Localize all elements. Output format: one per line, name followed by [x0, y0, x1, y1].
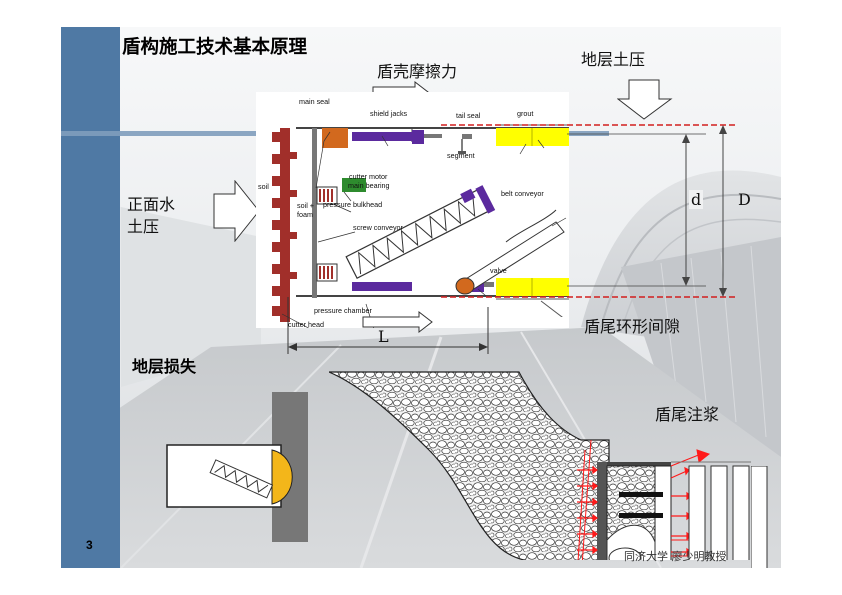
slide-title: 盾构施工技术基本原理 [122, 37, 308, 58]
cutter-motor-label: cutter motor [349, 172, 388, 181]
shell-friction-label: 盾壳摩擦力 [377, 62, 458, 81]
footer-author: 同济大学 廖少明教授 [624, 550, 727, 563]
soil-label: soil [258, 182, 269, 191]
pressure-chamber-label: pressure chamber [314, 306, 372, 315]
soil-foam-label-line2: foam [297, 210, 313, 219]
main-seal-label: main seal [299, 97, 330, 106]
ground-loss-title: 地层损失 [132, 357, 197, 376]
slide: 盾构施工技术基本原理 盾壳摩擦力 地层土压 正面水 土压 [61, 27, 781, 568]
face-pressure-label-line2: 土压 [127, 217, 160, 236]
earth-pressure-label: 地层土压 [581, 50, 646, 69]
L-dimension [287, 297, 489, 354]
tail-gap-label: 盾尾环形间隙 [584, 317, 681, 336]
grout-label: grout [517, 109, 534, 118]
face-pressure-arrow-icon [213, 180, 260, 242]
tail-grouting-text: 盾尾注浆 [655, 405, 720, 424]
segment-rings-extra [751, 466, 768, 568]
tail-grouting-label: 盾尾注浆 [655, 401, 719, 425]
main-bearing-label: main bearing [348, 181, 390, 190]
sidebar-bar [61, 27, 120, 568]
belt-conveyor-label: belt conveyor [501, 189, 544, 198]
pressure-bulkhead-label: pressure bulkhead [323, 200, 383, 209]
tail-grouting-diagram [329, 371, 751, 560]
earth-pressure-arrow-icon [617, 79, 673, 120]
shield-jacks-label: shield jacks [370, 109, 408, 118]
tbm-diagram [272, 124, 569, 328]
screw-conveyor-label: screw conveyor [353, 223, 403, 232]
face-loss-diagram [166, 392, 308, 542]
face-pressure-label-line1: 正面水 [127, 195, 176, 214]
page-number: 3 [86, 538, 93, 552]
segment-label: segment [447, 151, 475, 160]
valve-label: valve [490, 266, 507, 275]
soil-foam-label-line1: soil + [297, 201, 314, 210]
dimension-D-label: D [738, 190, 751, 209]
dimension-lines [441, 124, 736, 317]
cutter-head-label: cutter head [288, 320, 324, 329]
tail-seal-label: tail seal [456, 111, 481, 120]
dimension-L-label: L [378, 327, 389, 346]
dimension-d-label: d [689, 190, 704, 209]
L-arrow-icon [362, 311, 433, 333]
